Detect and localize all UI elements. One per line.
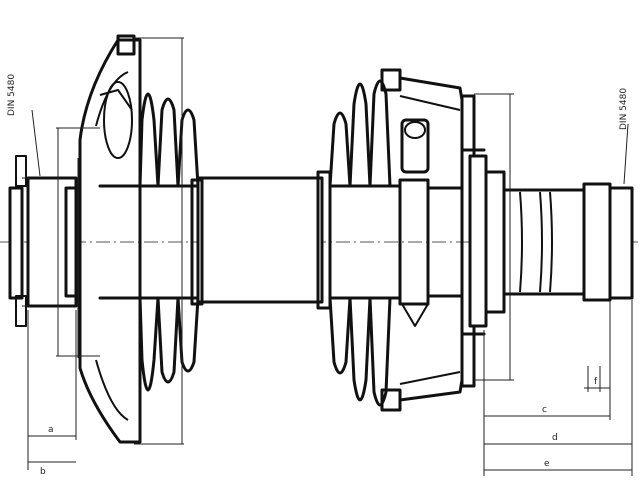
dim-label-b: b <box>40 467 46 477</box>
dim-label-e: e <box>544 459 550 469</box>
dimension-lines <box>27 37 633 476</box>
dim-label-f: f <box>594 377 598 387</box>
right-boot <box>328 79 402 407</box>
left-stub-shaft <box>8 155 78 327</box>
spline-label-right: DIN 5480 <box>619 88 629 130</box>
spline-label-left: DIN 5480 <box>7 74 17 116</box>
dim-label-c: c <box>542 405 547 415</box>
right-stub-shaft <box>484 170 634 314</box>
left-cv-joint <box>77 34 142 444</box>
right-inner-joint <box>380 68 488 412</box>
main-shaft <box>190 170 332 310</box>
dim-label-a: a <box>48 425 54 435</box>
left-boot <box>138 92 200 392</box>
dim-label-d: d <box>552 433 558 443</box>
